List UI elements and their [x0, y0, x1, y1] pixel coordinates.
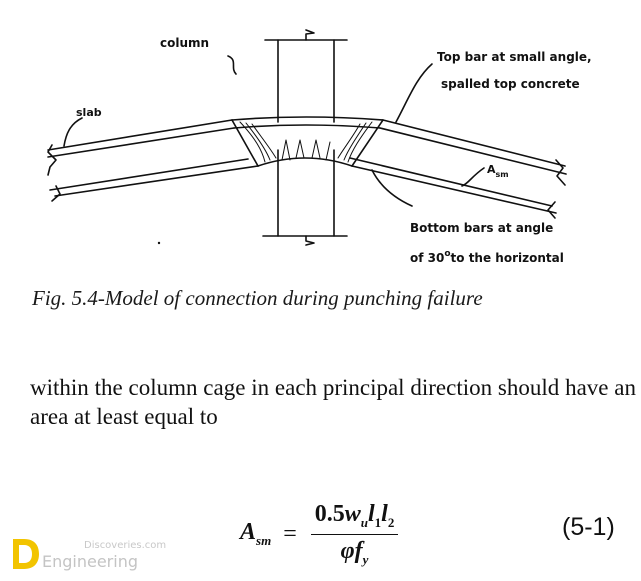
watermark-line2: Engineering — [42, 552, 138, 571]
slab-label: slab — [76, 106, 102, 119]
equation-fraction: 0.5wul1l2 φfy — [310, 500, 399, 568]
asm-label: Asm — [487, 163, 509, 179]
top-bar-leader — [395, 63, 433, 123]
stray-dot — [157, 241, 161, 245]
joint — [231, 116, 384, 167]
column-leader — [227, 55, 237, 75]
equation-numerator: 0.5wul1l2 — [314, 500, 395, 530]
asm-leader — [461, 167, 485, 187]
column-upper — [264, 29, 348, 123]
body-paragraph: within the column cage in each principal… — [30, 375, 636, 429]
watermark: Discoveries.com Engineering — [10, 537, 180, 573]
logo-d-icon — [13, 539, 39, 569]
figure-caption: Fig. 5.4-Model of connection during punc… — [32, 286, 483, 310]
bottom-bars-label-line1: Bottom bars at angle — [410, 221, 553, 235]
column-lower — [262, 149, 348, 246]
top-bar-label-line2: spalled top concrete — [441, 77, 580, 91]
equation-5-1: Asm = 0.5wul1l2 φfy — [240, 498, 399, 570]
equation-equals: = — [283, 520, 297, 547]
slab-leader — [63, 117, 83, 147]
punching-failure-figure: column slab Top bar at small angle, spal… — [47, 29, 592, 265]
equation-lhs: Asm — [240, 519, 272, 548]
equation-denominator: φfy — [340, 537, 369, 567]
left-slab — [47, 119, 259, 202]
bottom-bars-label-line2: of 30oto the horizontal — [410, 249, 564, 265]
bottom-bars-leader — [371, 169, 413, 207]
fraction-bar — [310, 533, 399, 535]
equation-number: (5-1) — [562, 513, 615, 541]
watermark-line1: Discoveries.com — [84, 540, 167, 551]
right-slab — [349, 119, 567, 219]
column-label: column — [160, 36, 209, 50]
top-bar-label-line1: Top bar at small angle, — [437, 50, 592, 64]
